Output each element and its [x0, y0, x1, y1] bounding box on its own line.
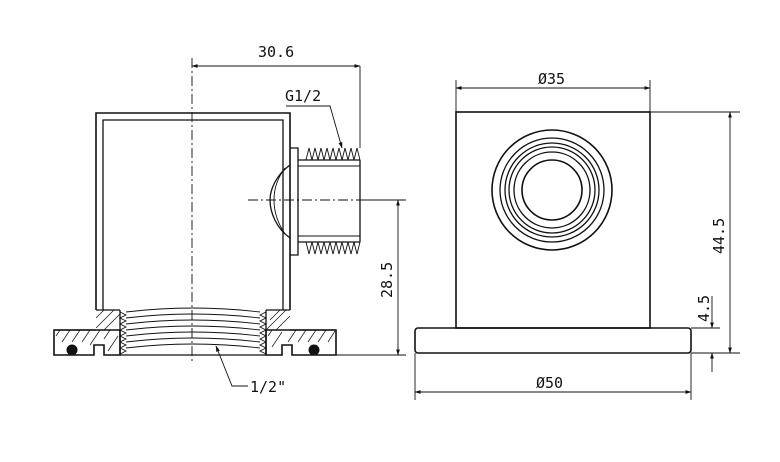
- thread-label: G1/2: [285, 87, 321, 105]
- dimension-width: 30.6: [191, 43, 361, 148]
- o-ring-left: [66, 344, 78, 356]
- width-dim-label: 30.6: [258, 43, 294, 61]
- front-base-plate: [414, 327, 692, 354]
- o-ring-right: [308, 344, 320, 356]
- flange-hatching: [55, 329, 336, 352]
- dimension-base-diameter: Ø50: [414, 353, 692, 400]
- outlet-height-label: 28.5: [378, 262, 396, 298]
- total-height-label: 44.5: [710, 218, 728, 254]
- thread-teeth-top: [305, 147, 361, 161]
- outlet-nipple: [269, 147, 361, 256]
- outlet-circles: [491, 129, 613, 251]
- thread-callout: G1/2: [285, 87, 343, 149]
- base-diameter-label: Ø50: [536, 374, 563, 392]
- base-flange: [53, 329, 337, 356]
- front-view: Ø35 44.5 4.5 Ø50: [414, 70, 740, 400]
- base-thickness-label: 4.5: [695, 295, 713, 322]
- bottom-thread-callout: 1/2": [215, 345, 286, 396]
- dimension-top-diameter: Ø35: [455, 70, 651, 112]
- dimension-outlet-height: 28.5: [336, 199, 406, 356]
- bottom-thread-label: 1/2": [250, 378, 286, 396]
- top-diameter-label: Ø35: [538, 70, 565, 88]
- side-section-view: 30.6 G1/2 28.5 1/2": [53, 43, 406, 396]
- body-outline: [95, 112, 291, 310]
- thread-teeth-bottom: [305, 241, 361, 255]
- dimension-total-height: 44.5: [650, 111, 740, 354]
- dimension-base-thickness: 4.5: [691, 295, 720, 372]
- internal-thread-section: [95, 307, 291, 356]
